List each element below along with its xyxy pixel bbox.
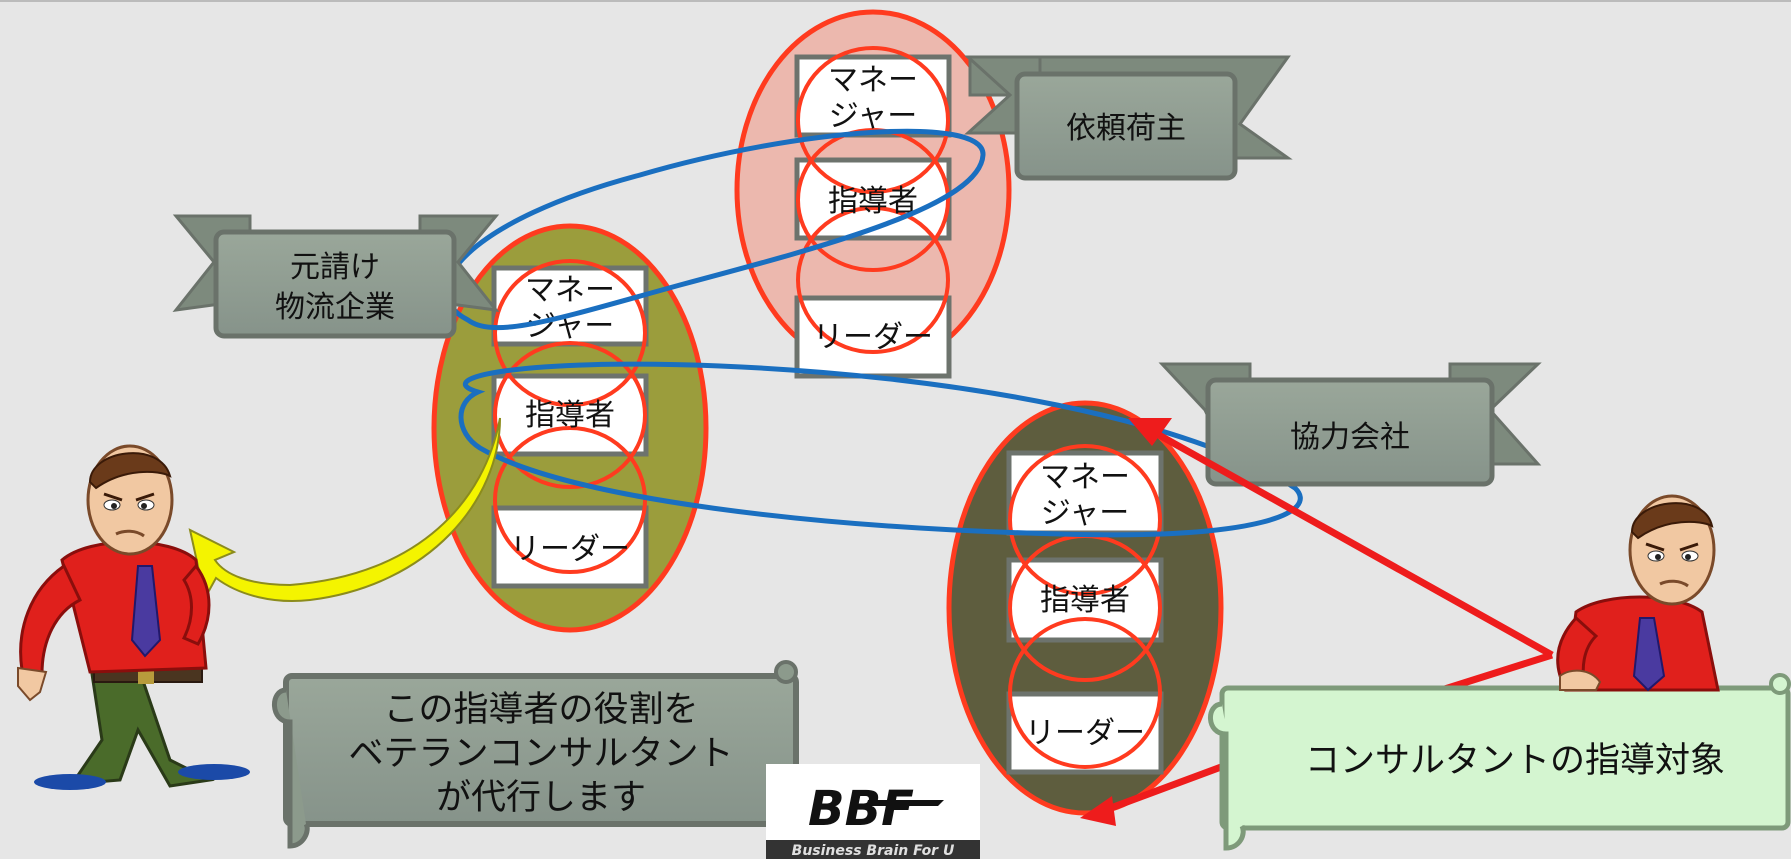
ribbon-prime-contractor: 元請け 物流企業 — [172, 214, 500, 339]
blue-loop-upper — [444, 128, 986, 331]
consultant-target-text: コンサルタントの指導対象 — [1305, 741, 1725, 781]
client-manager-line1: マネー — [828, 63, 918, 98]
prime-leader: リーダー — [510, 532, 630, 567]
bbf-logo: BBF Business Brain For U — [766, 764, 980, 859]
client-manager-line2: ジャー — [829, 99, 918, 134]
consultant-target-banner: コンサルタントの指導対象 — [1208, 673, 1791, 851]
client-org: マネー ジャー 指導者 リーダー — [734, 9, 1012, 379]
partner-company-label: 協力会社 — [1290, 420, 1410, 455]
left-person-illustration — [17, 444, 250, 790]
ribbon-partner-company: 協力会社 — [1158, 362, 1542, 487]
veteran-banner-line2: ベテランコンサルタント — [348, 734, 733, 774]
blue-loop-lower — [458, 361, 1303, 538]
partner-org: マネー ジャー 指導者 リーダー — [946, 400, 1224, 816]
right-person-illustration — [1556, 494, 1720, 692]
bbf-logo-mark: BBF — [808, 781, 914, 837]
ribbon-client-shipper: 依頼荷主 — [964, 55, 1293, 181]
partner-instructor: 指導者 — [1040, 583, 1130, 618]
veteran-banner-line1: この指導者の役割を — [383, 690, 698, 730]
prime-contractor-label-line1: 元請け — [290, 250, 380, 285]
client-instructor: 指導者 — [828, 184, 918, 219]
prime-contractor-label-line2: 物流企業 — [275, 290, 395, 325]
bbf-logo-tagline: Business Brain For U — [792, 843, 955, 859]
partner-leader: リーダー — [1025, 716, 1145, 751]
prime-instructor: 指導者 — [525, 398, 615, 433]
prime-manager-line1: マネー — [525, 273, 615, 308]
partner-manager-line1: マネー — [1040, 460, 1130, 495]
client-shipper-label: 依頼荷主 — [1066, 111, 1186, 146]
partner-manager-line2: ジャー — [1041, 496, 1130, 531]
veteran-consultant-banner: この指導者の役割を ベテランコンサルタント が代行します — [272, 660, 799, 849]
client-leader: リーダー — [813, 320, 933, 355]
veteran-banner-line3: が代行します — [436, 778, 646, 818]
